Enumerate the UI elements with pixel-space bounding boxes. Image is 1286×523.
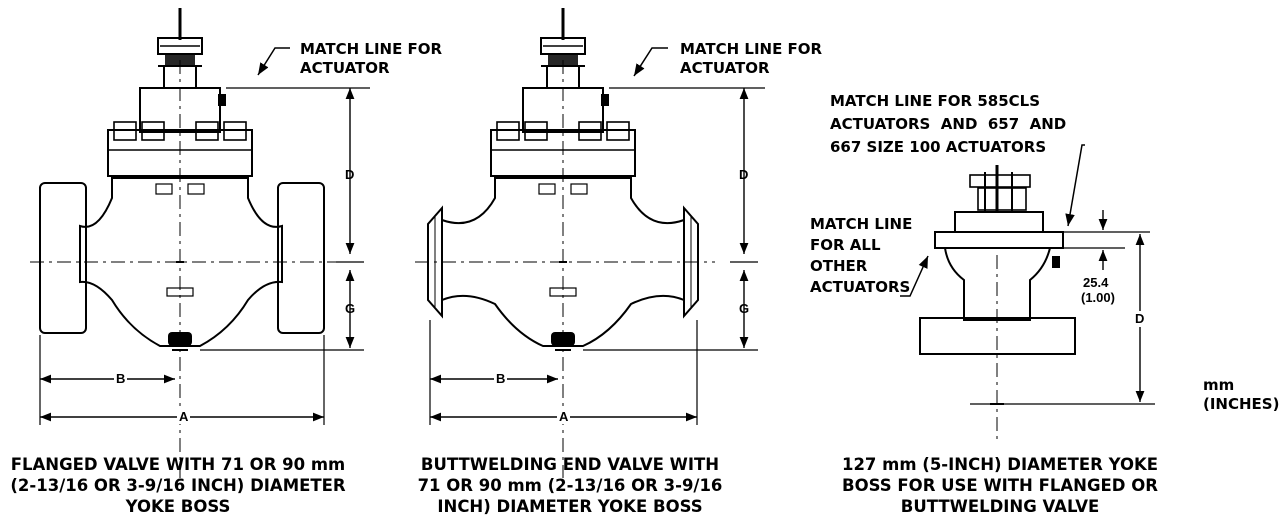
match-line-585-label: MATCH LINE FOR 585CLS ACTUATORS AND 657 …: [830, 92, 1067, 156]
offset-value-in: (1.00): [1081, 290, 1115, 305]
flanged-valve-drawing: [30, 8, 370, 478]
caption-fig1: FLANGED VALVE WITH 71 OR 90 mm(2-13/16 O…: [10, 455, 346, 516]
dim-g-label-fig1: G: [345, 301, 356, 316]
yoke-boss-drawing: [900, 144, 1155, 440]
dim-a-label-fig2: A: [557, 409, 571, 424]
units-label: mm(INCHES): [1203, 376, 1280, 413]
dim-g-label-fig2: G: [739, 301, 750, 316]
dim-b-label-fig1: B: [114, 371, 128, 386]
dim-b-label-fig2: B: [494, 371, 508, 386]
dim-d-label-fig2: D: [739, 167, 749, 182]
match-line-other-label: MATCH LINE FOR ALL OTHER ACTUATORS: [810, 215, 913, 296]
dim-d-label-fig1: D: [345, 167, 355, 182]
dim-a-label-fig1: A: [177, 409, 191, 424]
offset-value-mm: 25.4: [1083, 275, 1109, 290]
dim-d-label-fig3: D: [1135, 311, 1145, 327]
buttwelding-valve-drawing: [415, 8, 765, 478]
